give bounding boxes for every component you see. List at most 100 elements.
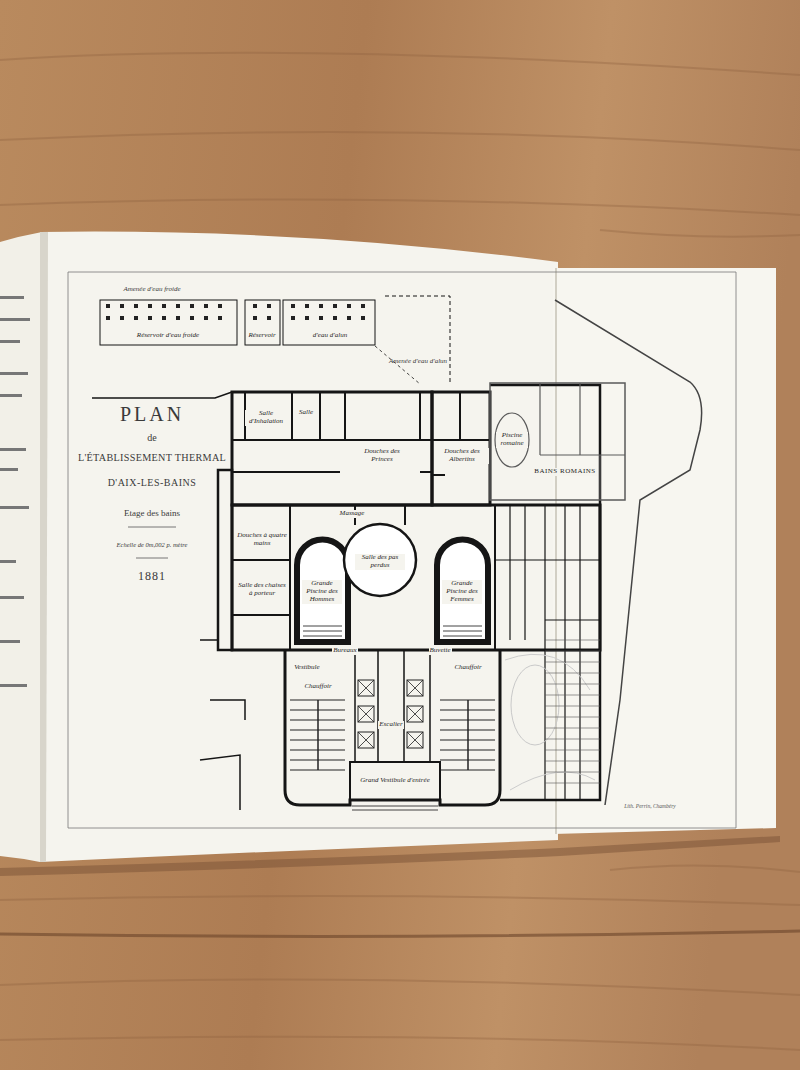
plan-line bbox=[0, 506, 29, 509]
plan-line bbox=[218, 470, 232, 650]
room-hatching bbox=[545, 761, 600, 762]
room-name: Salle d'Inhalation bbox=[246, 410, 286, 425]
reservoir-pillar bbox=[253, 304, 257, 308]
room-name: Réservoir d'eau froide bbox=[137, 332, 199, 340]
room-name: Salle bbox=[299, 409, 313, 417]
reservoir-pillar bbox=[134, 304, 138, 308]
room-label: Douches à quatre mains bbox=[235, 532, 289, 547]
room-label: BAINS ROMAINS bbox=[533, 468, 597, 476]
reservoir-pillar bbox=[176, 316, 180, 320]
scale-note: Echelle de 0m,002 p. mètre bbox=[117, 541, 188, 548]
plan-line bbox=[232, 392, 432, 505]
reservoir-pillar bbox=[291, 304, 295, 308]
table-seam bbox=[0, 931, 800, 936]
plan-line bbox=[490, 383, 625, 500]
room-label: Douches des Princes bbox=[352, 448, 412, 463]
reservoir-pillar bbox=[333, 316, 337, 320]
room-label: Salle des pas perdus bbox=[355, 554, 405, 569]
reservoir-pillar bbox=[148, 304, 152, 308]
room-label: Salle d'Inhalation bbox=[245, 410, 287, 425]
room-hatching bbox=[545, 662, 600, 663]
plan-line bbox=[495, 413, 529, 467]
bath-tub-cross bbox=[358, 732, 374, 748]
reservoir-pillar bbox=[134, 316, 138, 320]
room-name: Chauffoir bbox=[304, 683, 331, 691]
bath-tub bbox=[358, 706, 374, 722]
plan-line bbox=[600, 230, 800, 237]
plan-frame bbox=[68, 272, 736, 828]
title-line: D'AIX-LES-BAINS bbox=[108, 477, 197, 488]
room-label: Vestibule bbox=[293, 664, 320, 672]
pipe-label: Amenée d'eau froide bbox=[123, 286, 180, 294]
room-label: Grande Piscine des Hommes bbox=[302, 580, 342, 603]
pipe-label: Amenée d'eau d'alun bbox=[389, 358, 447, 366]
reservoir-pillar bbox=[190, 316, 194, 320]
floor-plan bbox=[80, 296, 702, 810]
plan-line bbox=[285, 650, 500, 805]
plan-line bbox=[0, 199, 800, 215]
reservoir-pillar bbox=[162, 304, 166, 308]
room-hatching bbox=[545, 750, 600, 751]
room-name: Buvette bbox=[430, 647, 451, 655]
room-hatching bbox=[545, 783, 600, 784]
room-hatching bbox=[545, 640, 600, 641]
room-hatching bbox=[545, 739, 600, 740]
reservoir-pillar bbox=[347, 304, 351, 308]
room-name: Douches à quatre mains bbox=[236, 532, 288, 547]
plan-line bbox=[0, 596, 24, 599]
room-name: Réservoir bbox=[248, 332, 275, 340]
reservoir-pillar bbox=[190, 304, 194, 308]
plan-line bbox=[0, 684, 27, 687]
bath-tub bbox=[407, 680, 423, 696]
reservoir-pillar bbox=[347, 316, 351, 320]
plan-title: PLAN bbox=[120, 403, 184, 425]
foldout-page bbox=[553, 268, 776, 834]
cabin-wall bbox=[467, 700, 469, 770]
room-name: Bureaux bbox=[333, 647, 356, 655]
bath-tub-cross bbox=[407, 732, 423, 748]
plan-line bbox=[505, 654, 595, 790]
room-name: Salle des pas perdus bbox=[356, 554, 404, 569]
bath-tub bbox=[407, 732, 423, 748]
bath-tub-cross bbox=[407, 706, 423, 722]
room-name: Grande Piscine des Hommes bbox=[303, 580, 341, 603]
printer-imprint: Lith. Perrin, Chambéry bbox=[624, 803, 676, 809]
bath-tub-cross bbox=[358, 706, 374, 722]
plan-line bbox=[0, 448, 26, 451]
reservoir-pillar bbox=[319, 316, 323, 320]
room-name: Grande Piscine des Femmes bbox=[443, 580, 481, 603]
room-label: Escalier bbox=[378, 721, 403, 729]
room-label: Piscine romaine bbox=[496, 432, 528, 447]
plan-line bbox=[232, 392, 490, 475]
room-hatching bbox=[545, 673, 600, 674]
reservoir-pillar bbox=[176, 304, 180, 308]
reservoir-pillar bbox=[291, 316, 295, 320]
room-label: d'eau d'alun bbox=[312, 332, 348, 340]
reservoir-pillar bbox=[267, 304, 271, 308]
room-name: Chauffoir bbox=[454, 664, 481, 672]
plan-line bbox=[495, 505, 600, 800]
bath-tub-cross bbox=[358, 680, 374, 696]
reservoir-pillar bbox=[305, 316, 309, 320]
plan-line bbox=[303, 626, 482, 636]
plan-line bbox=[490, 385, 600, 800]
plan-line bbox=[385, 296, 450, 385]
plan-line bbox=[0, 53, 800, 75]
plan-line bbox=[297, 540, 348, 642]
room-hatching bbox=[545, 717, 600, 718]
room-label: Salle bbox=[298, 409, 314, 417]
reservoir-pillar bbox=[106, 316, 110, 320]
plan-line bbox=[232, 505, 495, 650]
room-hatching bbox=[545, 772, 600, 773]
reservoir-pillar bbox=[218, 304, 222, 308]
plan-line bbox=[610, 865, 800, 872]
reservoir-pillar bbox=[106, 304, 110, 308]
room-label: Bureaux bbox=[332, 647, 357, 655]
plan-line bbox=[437, 540, 488, 642]
reservoir-pillar bbox=[120, 304, 124, 308]
room-name: Piscine romaine bbox=[497, 432, 527, 447]
reservoir-pillar bbox=[333, 304, 337, 308]
room-label: Massage bbox=[339, 510, 366, 518]
